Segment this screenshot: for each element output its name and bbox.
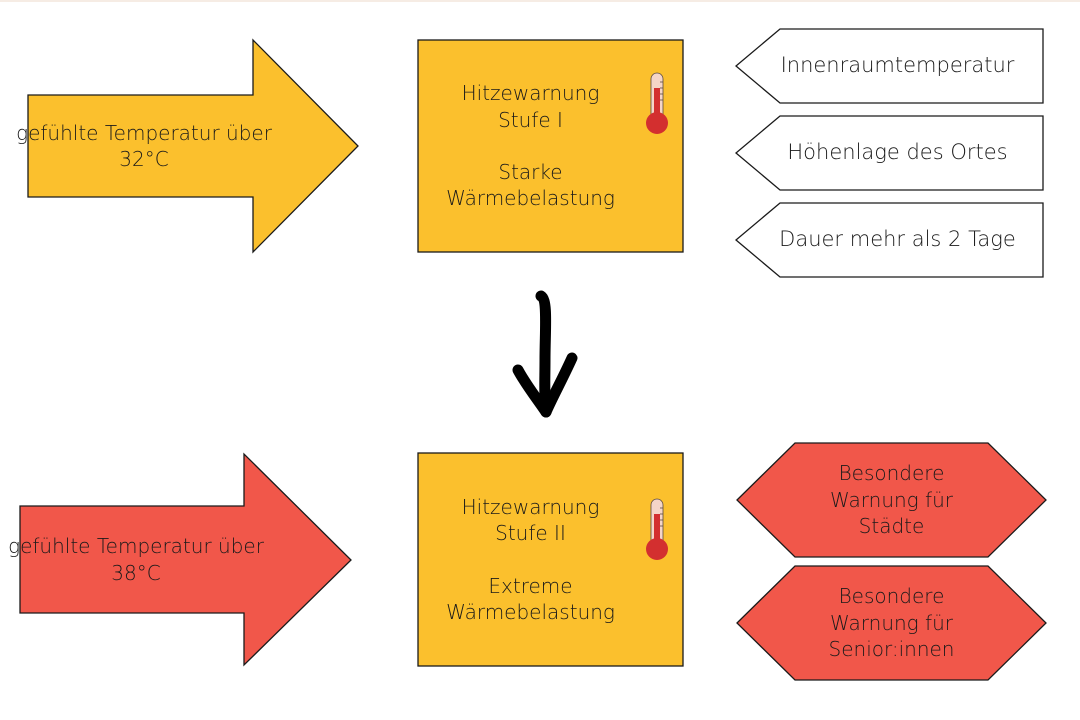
factor-tag-duration: Dauer mehr als 2 Tage	[752, 203, 1043, 277]
arrow-down-icon	[512, 290, 578, 418]
special-warning-cities: Besondere Warnung für Städte	[795, 443, 988, 557]
special-warning-line-1: Besondere	[838, 461, 945, 486]
warning-title-line-2: Stufe II	[495, 521, 566, 546]
warning-title-line-1: Hitzewarnung	[461, 81, 600, 106]
factor-tag-altitude: Höhenlage des Ortes	[752, 116, 1043, 190]
thermometer-icon	[646, 72, 668, 134]
factor-tag-2-shape	[734, 115, 1044, 191]
factor-tag-indoor-temperature: Innenraumtemperatur	[752, 29, 1043, 103]
factor-tag-label: Dauer mehr als 2 Tage	[779, 227, 1016, 252]
condition-label-level-2: gefühlte Temperatur über 38°C	[8, 506, 264, 613]
special-warning-line-1: Besondere	[838, 584, 945, 609]
factor-tag-3-shape	[734, 202, 1044, 278]
factor-tag-label: Innenraumtemperatur	[780, 53, 1015, 78]
condition-text-line-2: 38°C	[111, 560, 161, 585]
warning-label-level-1: Hitzewarnung Stufe I Starke Wärmebelastu…	[428, 40, 633, 252]
warning-desc-line-2: Wärmebelastung	[446, 186, 615, 211]
special-warning-line-2: Warnung für	[830, 487, 953, 512]
warning-desc-line-1: Starke	[498, 160, 563, 184]
special-warning-line-3: Senior:innen	[828, 637, 955, 662]
factor-tag-1-shape	[734, 28, 1044, 104]
special-warning-line-2: Warnung für	[830, 610, 953, 635]
special-warning-line-3: Städte	[858, 514, 925, 539]
condition-arrow-level-2	[19, 452, 352, 667]
thermometer-icon	[646, 498, 668, 560]
factor-tag-label: Höhenlage des Ortes	[787, 140, 1008, 165]
warning-box-level-1	[417, 39, 684, 253]
condition-text-line-1: gefühlte Temperatur über	[8, 534, 264, 559]
warning-desc-line-1: Extreme	[488, 573, 573, 598]
condition-text-line-2: 32°C	[119, 147, 169, 171]
warning-title-line-1: Hitzewarnung	[461, 494, 600, 519]
special-warning-seniors: Besondere Warnung für Senior:innen	[795, 566, 988, 680]
condition-text-line-1: gefühlte Temperatur über	[16, 120, 272, 145]
special-warning-2-shape	[736, 565, 1047, 681]
warning-box-level-2	[417, 452, 684, 667]
condition-arrow-level-1	[27, 38, 359, 254]
warning-title-line-2: Stufe I	[498, 107, 563, 132]
special-warning-1-shape	[736, 442, 1047, 558]
warning-label-level-2: Hitzewarnung Stufe II Extreme Wärmebelas…	[428, 453, 633, 666]
warning-desc-line-2: Wärmebelastung	[446, 599, 615, 624]
top-divider	[0, 0, 1080, 2]
condition-label-level-1: gefühlte Temperatur über 32°C	[16, 95, 272, 197]
